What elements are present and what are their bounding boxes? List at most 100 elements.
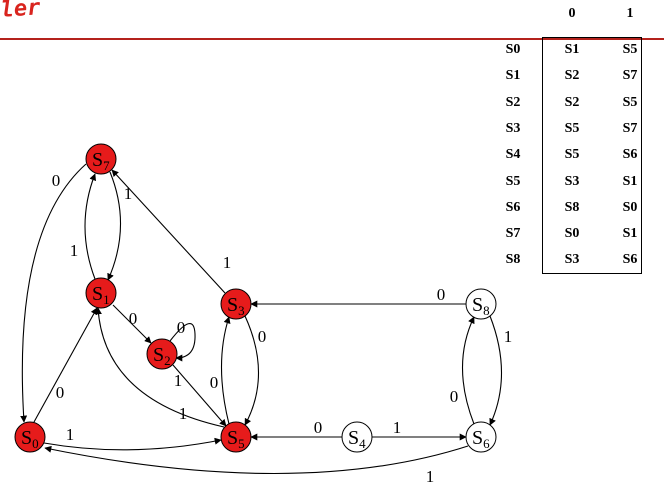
table-row-next-on-0: S2: [564, 68, 580, 84]
table-row-next-on-0: S3: [564, 173, 580, 189]
state-label: S0: [21, 427, 39, 451]
edge-label: 1: [393, 418, 402, 437]
edge-s1-to-s2: [112, 304, 152, 344]
state-label-base: S: [227, 294, 238, 316]
table-row-state: S8: [505, 252, 521, 268]
edge-s5-to-s1: [94, 307, 225, 428]
edge-label: 0: [314, 418, 323, 437]
edge-s6-to-s8: [462, 316, 475, 425]
state-label-base: S: [92, 149, 103, 171]
state-node-s2: S2: [146, 338, 178, 370]
edge-s7-to-s1: [107, 171, 122, 281]
state-label-base: S: [472, 427, 483, 449]
state-label-subscript: 5: [238, 436, 245, 451]
state-node-s1: S1: [85, 277, 117, 309]
table-row-next-on-1: S6: [622, 147, 638, 163]
state-circle: [146, 338, 178, 370]
table-row-state: S5: [505, 173, 521, 189]
edge-label: 1: [223, 253, 232, 272]
state-label: S7: [92, 149, 110, 173]
state-label: S8: [472, 294, 490, 318]
table-row-state: S7: [505, 226, 521, 242]
table-border: [542, 37, 642, 274]
state-node-s4: S4: [341, 421, 373, 453]
state-label-subscript: 1: [103, 292, 110, 307]
state-label-base: S: [472, 294, 483, 316]
table-row-next-on-1: S5: [622, 94, 638, 110]
edge-s8-to-s6: [489, 315, 502, 426]
edge-label: 0: [210, 373, 219, 392]
state-label-subscript: 3: [238, 303, 245, 318]
state-label-base: S: [21, 427, 32, 449]
state-label: S2: [153, 344, 171, 368]
table-row-next-on-0: S0: [564, 226, 580, 242]
state-node-s3: S3: [220, 288, 252, 320]
edge-label: 0: [177, 318, 186, 337]
table-row-next-on-0: S1: [564, 42, 580, 57]
state-label: S3: [227, 294, 245, 318]
edge-label: 1: [124, 184, 133, 203]
edge-s3-to-s7: [111, 169, 226, 294]
state-label-subscript: 6: [483, 436, 490, 451]
table-row-next-on-1: S1: [622, 173, 638, 189]
state-circle: [85, 143, 117, 175]
edge-label: 0: [129, 309, 138, 328]
state-label-base: S: [227, 427, 238, 449]
edge-s0-to-s5: [43, 437, 222, 451]
edge-label: 0: [56, 383, 65, 402]
edge-s1-to-s7: [84, 173, 97, 280]
table-row-state: S4: [505, 147, 521, 163]
edge-s0-to-s1: [33, 307, 98, 423]
table-column-header: 1: [626, 6, 634, 21]
state-label: S5: [227, 427, 245, 451]
state-label-base: S: [153, 344, 164, 366]
edge-label: 0: [52, 171, 61, 190]
edge-label: 1: [179, 404, 188, 423]
state-node-s6: S6: [465, 421, 497, 453]
edge-s6-to-s0: [44, 445, 469, 475]
edge-label: 1: [426, 467, 435, 486]
table-row-next-on-0: S3: [564, 252, 580, 268]
table-column-header: 0: [568, 6, 576, 21]
table-row-next-on-0: S2: [564, 94, 580, 110]
table-row-next-on-1: S7: [622, 68, 638, 84]
state-label-subscript: 7: [103, 158, 110, 173]
state-label-base: S: [92, 283, 103, 305]
state-circle: [85, 277, 117, 309]
edge-label: 1: [504, 327, 513, 346]
edge-label: 1: [70, 241, 79, 260]
state-label-subscript: 8: [483, 303, 490, 318]
edge-label: 0: [437, 285, 446, 304]
edge-s5-to-s3: [221, 316, 231, 425]
state-circle: [14, 421, 46, 453]
state-circle: [341, 421, 373, 453]
table-row-state: S1: [505, 68, 521, 84]
edge-label: 0: [450, 387, 459, 406]
table-row-next-on-0: S8: [564, 199, 580, 215]
state-node-s5: S5: [220, 421, 252, 453]
state-label: S4: [348, 427, 366, 451]
edges: [20, 163, 502, 475]
edge-label: 0: [258, 327, 267, 346]
table-row-next-on-0: S5: [564, 120, 580, 136]
state-label: S1: [92, 283, 110, 307]
state-node-s7: S7: [85, 143, 117, 175]
table-row-next-on-1: S7: [622, 120, 638, 136]
state-label-subscript: 0: [32, 436, 39, 451]
edge-labels: 0 1 0 1 0 1 0 1 0 1 0 1 0 1 0 1 0 1: [52, 171, 513, 486]
state-circle: [220, 421, 252, 453]
edge-s2-to-s2: [169, 323, 196, 362]
table-row-next-on-1: S0: [622, 199, 638, 215]
state-circle: [465, 288, 497, 320]
table-row-next-on-1: S6: [622, 252, 638, 268]
edge-s3-to-s5: [244, 315, 259, 426]
edge-label: 1: [66, 425, 75, 444]
table-row-next-on-0: S5: [564, 147, 580, 163]
state-label-base: S: [348, 427, 359, 449]
state-label-subscript: 2: [164, 353, 171, 368]
table-row-state: S3: [505, 120, 521, 136]
table-row-next-on-1: S1: [622, 226, 638, 242]
table-row-state: S2: [505, 94, 521, 110]
edge-s7-to-s0: [20, 163, 87, 423]
